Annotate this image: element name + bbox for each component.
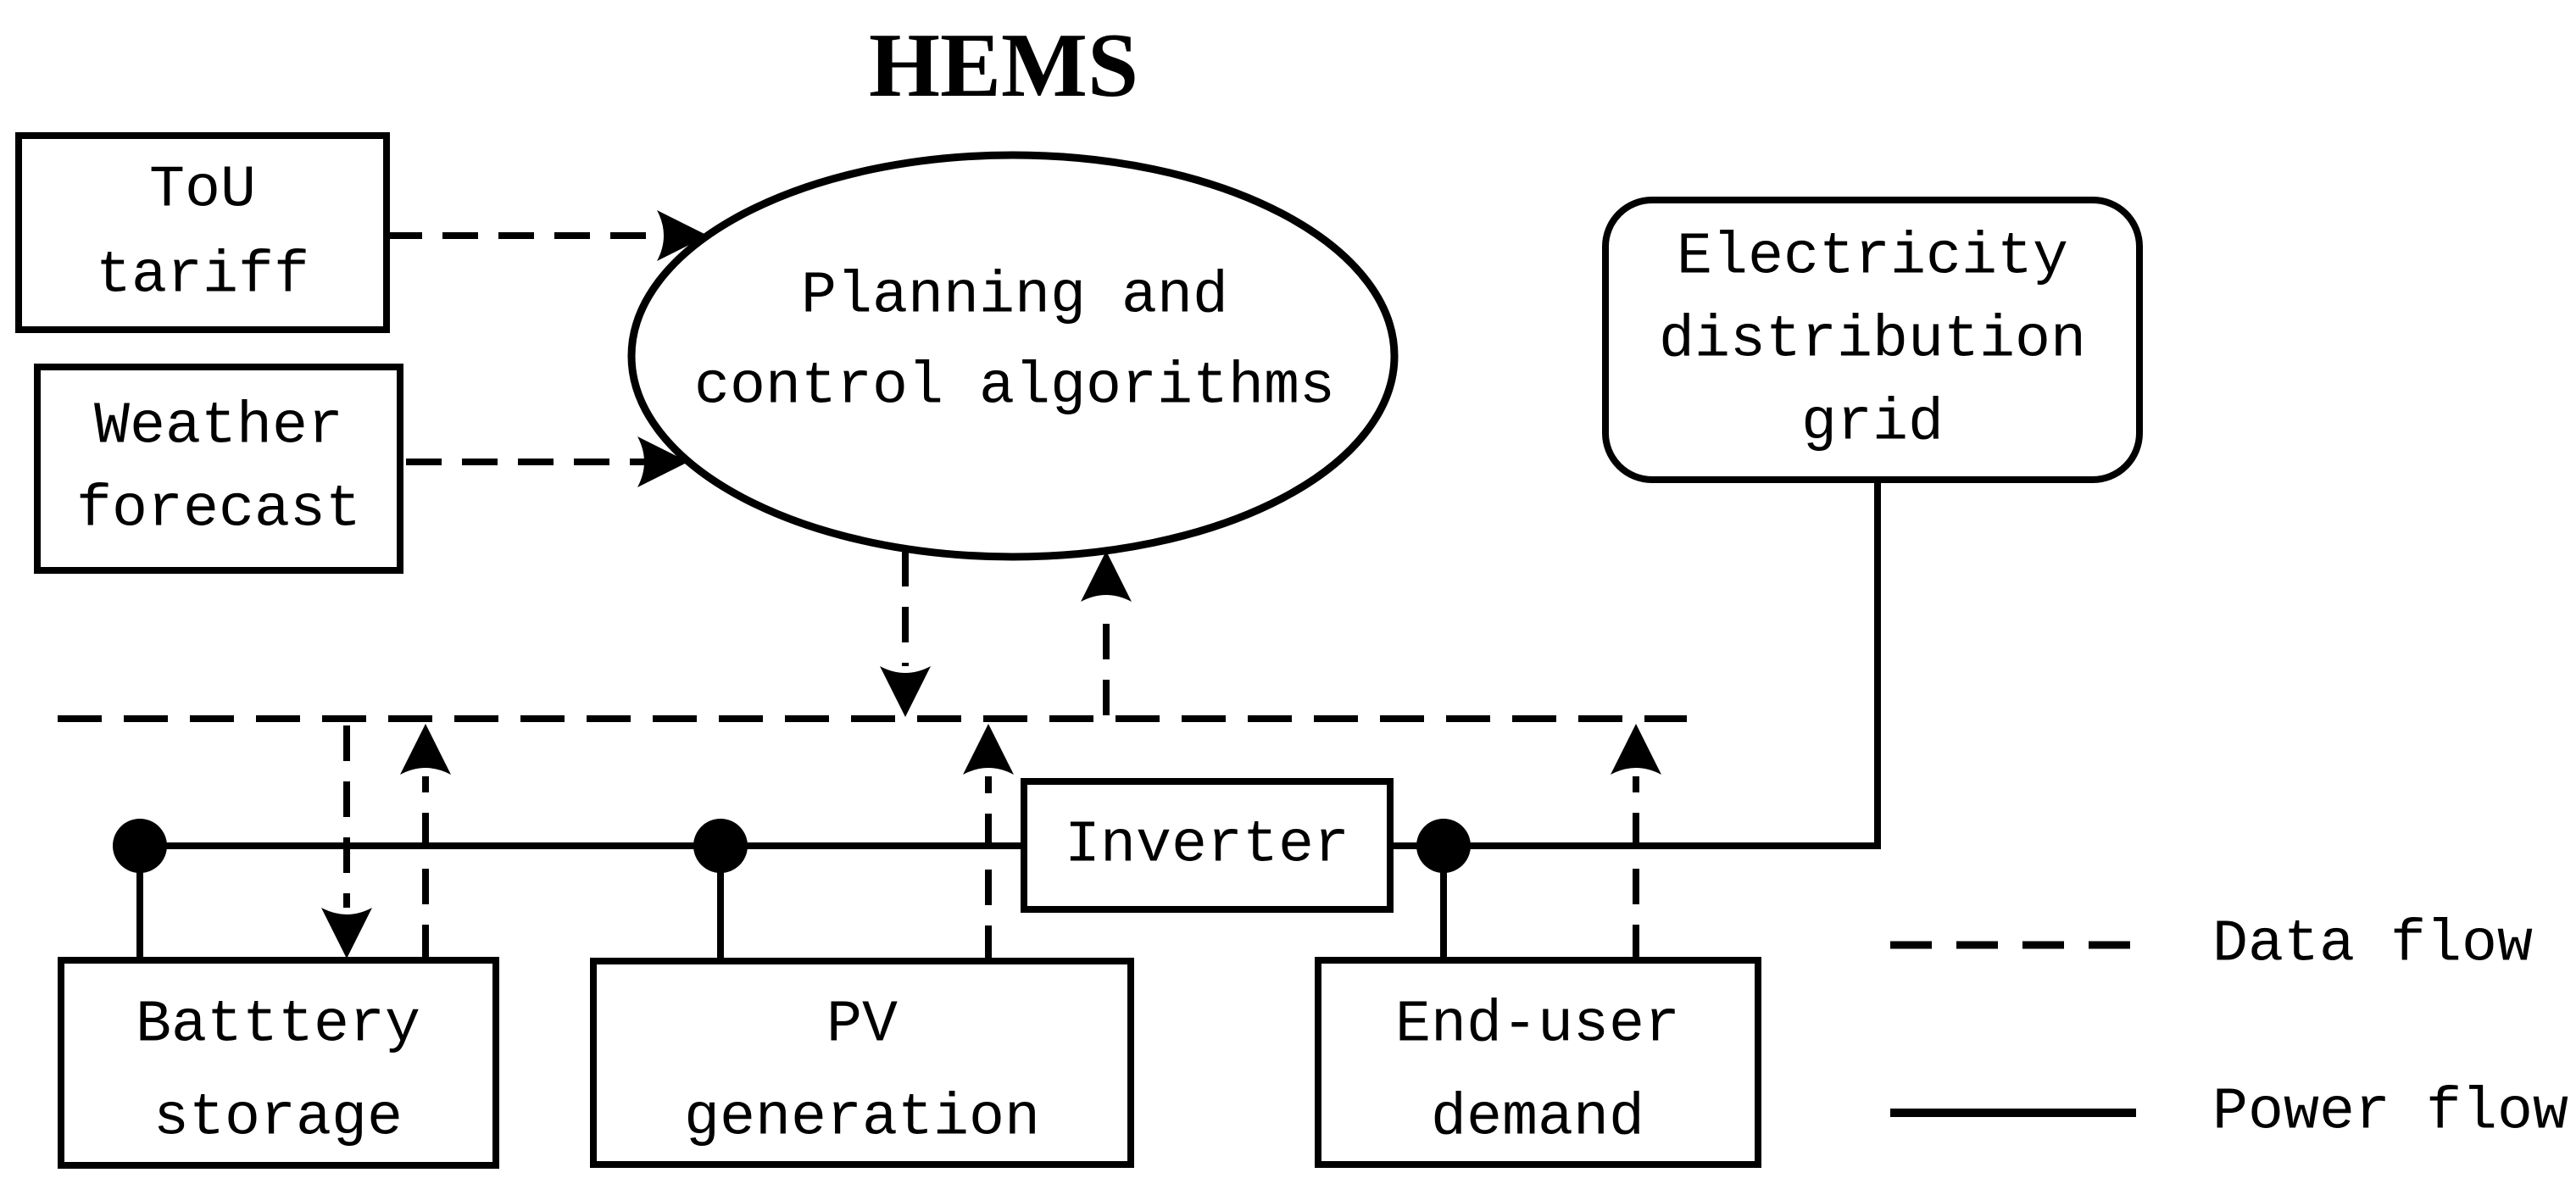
legend: Data flow Power flow [1890, 912, 2568, 1147]
junction-dot-pv [693, 819, 748, 873]
grid-label-line3: grid [1801, 391, 1944, 458]
legend-data-flow-label: Data flow [2212, 912, 2533, 979]
data-flow-arrow-tou-to-hems [387, 210, 708, 261]
legend-power-flow-label: Power flow [2212, 1080, 2568, 1147]
power-line-inverter-to-grid [1390, 480, 1881, 849]
data-flow-arrow-battery-to-bus [400, 724, 451, 960]
node-planning-control-algorithms: Planning and control algorithms [627, 151, 1399, 561]
data-flow-arrow-weather-to-hems [406, 436, 688, 487]
inverter-box [1021, 778, 1394, 913]
battery-storage-label-line1: Batttery [136, 992, 420, 1059]
planning-label-line2: control algorithms [694, 354, 1335, 421]
arrowhead-up-icon [400, 724, 451, 775]
grid-label-line2: distribution [1659, 308, 2086, 375]
node-enduser-demand: End-user demand [1315, 957, 1761, 1168]
battery-storage-label-line2: storage [153, 1086, 403, 1153]
weather-forecast-box [34, 364, 403, 574]
arrowhead-up-icon [963, 724, 1014, 775]
pv-generation-label-line1: PV [826, 992, 898, 1059]
arrowhead-down-icon [880, 666, 931, 717]
grid-box [1602, 197, 2143, 483]
data-flow-arrow-bus-to-battery [321, 725, 372, 959]
node-inverter: Inverter [1021, 778, 1394, 913]
tou-tariff-label-line2: tariff [96, 243, 309, 310]
data-flow-arrow-enduser-to-bus [1611, 724, 1661, 960]
tou-tariff-box [15, 132, 390, 333]
node-electricity-distribution-grid: Electricity distribution grid [1602, 197, 2143, 483]
node-pv-generation: PV generation [590, 958, 1134, 1168]
planning-ellipse [627, 151, 1399, 561]
node-battery-storage: Batttery storage [58, 957, 499, 1169]
arrowhead-up-icon [1611, 724, 1661, 775]
tou-tariff-label-line1: ToU [149, 158, 256, 225]
power-network [113, 480, 1881, 961]
enduser-demand-label-line2: demand [1431, 1086, 1644, 1153]
planning-label-line1: Planning and [801, 264, 1228, 331]
inverter-label: Inverter [1065, 813, 1349, 880]
data-flow-arrow-pv-to-bus [963, 724, 1014, 961]
data-flow-arrow-hems-to-bus [880, 551, 931, 717]
arrowhead-right-icon [657, 210, 708, 261]
diagram-title: HEMS [869, 15, 1138, 116]
weather-forecast-label-line2: forecast [76, 477, 361, 544]
weather-forecast-label-line1: Weather [94, 394, 343, 461]
arrowhead-up-icon [1081, 551, 1132, 602]
enduser-demand-box [1315, 957, 1761, 1168]
node-weather-forecast: Weather forecast [34, 364, 403, 574]
pv-generation-label-line2: generation [684, 1086, 1040, 1153]
arrowhead-down-icon [321, 908, 372, 959]
arrowhead-right-icon [637, 436, 688, 487]
node-tou-tariff: ToU tariff [15, 132, 390, 333]
junction-dot-battery [113, 819, 167, 873]
enduser-demand-label-line1: End-user [1395, 992, 1680, 1059]
junction-dot-enduser [1416, 819, 1471, 873]
data-flow-arrow-bus-to-hems [1081, 551, 1132, 715]
grid-label-line1: Electricity [1677, 225, 2068, 292]
pv-generation-box [590, 958, 1134, 1168]
battery-storage-box [58, 957, 499, 1169]
